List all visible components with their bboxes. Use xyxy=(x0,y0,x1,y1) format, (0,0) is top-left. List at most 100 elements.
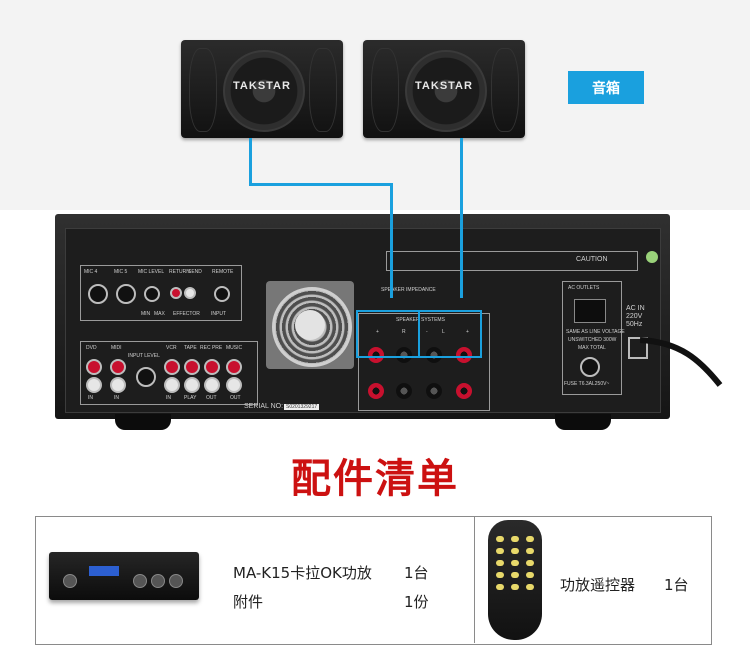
tape-label: TAPE xyxy=(184,345,197,351)
cooling-fan xyxy=(266,281,354,369)
item-name: 附件 xyxy=(233,593,264,611)
right-speaker: TAKSTAR xyxy=(363,40,525,138)
return-jack[interactable] xyxy=(170,287,182,299)
rca-jack[interactable] xyxy=(110,359,126,375)
remote-button xyxy=(526,548,534,554)
rca-section xyxy=(80,341,258,405)
max-label: MAX xyxy=(154,311,165,317)
mic5-label: MIC 5 xyxy=(114,269,128,275)
indicator-sticker xyxy=(646,251,658,263)
rca-jack[interactable] xyxy=(86,359,102,375)
speaker-side-panel xyxy=(189,48,217,132)
remote-button xyxy=(511,548,519,554)
vcr-label: VCR xyxy=(166,345,177,351)
rca-jack[interactable] xyxy=(184,377,200,393)
remote-button xyxy=(511,536,519,542)
speaker-brand-logo: TAKSTAR xyxy=(233,80,291,92)
input-label: INPUT xyxy=(211,311,226,317)
remote-button xyxy=(526,584,534,590)
speaker-wire xyxy=(249,183,392,186)
play-label: PLAY xyxy=(184,395,197,401)
speaker-side-panel xyxy=(371,48,399,132)
amplifier-knob xyxy=(63,574,77,588)
speaker-impedance-label: SPEAKER IMPEDANCE xyxy=(381,287,436,293)
fuse-holder[interactable] xyxy=(580,357,600,377)
rca-jack[interactable] xyxy=(226,377,242,393)
in-label: IN xyxy=(114,395,119,401)
karaoke-amplifier-image xyxy=(49,552,199,600)
terminal-post-red[interactable] xyxy=(456,347,472,363)
item-qty: 1台 xyxy=(404,564,429,582)
remote-button xyxy=(496,560,504,566)
input-level-label: INPUT LEVEL xyxy=(128,353,160,359)
midi-label: MIDI xyxy=(111,345,122,351)
terminal-post-black[interactable] xyxy=(426,347,442,363)
item-name: 功放遥控器 xyxy=(560,576,636,594)
fuse-label: FUSE T6.3AL250V~ xyxy=(564,381,610,387)
in-label: IN xyxy=(166,395,171,401)
remote-control-image xyxy=(488,520,542,640)
mic-section xyxy=(80,265,242,321)
mic-level-knob[interactable] xyxy=(144,286,160,302)
left-speaker: TAKSTAR xyxy=(181,40,343,138)
input-level-knob[interactable] xyxy=(136,367,156,387)
left-terminal-highlight xyxy=(418,310,482,358)
serial-label: SERIAL NO: xyxy=(244,403,284,410)
amp-foot xyxy=(115,414,171,430)
item-qty: 1台 xyxy=(664,576,689,594)
list-divider xyxy=(474,516,475,643)
unswitched-label: UNSWITCHED 300W xyxy=(568,337,617,343)
speaker-wire xyxy=(390,183,393,298)
effector-label: EFFECTOR xyxy=(173,311,200,317)
terminal-post-black[interactable] xyxy=(396,383,412,399)
same-line-label: SAME AS LINE VOLTAGE xyxy=(566,329,625,335)
rca-jack[interactable] xyxy=(204,377,220,393)
rca-jack[interactable] xyxy=(86,377,102,393)
send-label: SEND xyxy=(188,269,202,275)
ac-outlet-box xyxy=(562,281,622,395)
rca-jack[interactable] xyxy=(110,377,126,393)
remote-button xyxy=(511,560,519,566)
terminal-post-red[interactable] xyxy=(456,383,472,399)
ac-in-label: AC IN xyxy=(626,305,645,312)
rca-jack[interactable] xyxy=(164,359,180,375)
r-label: R xyxy=(402,329,406,335)
ac-outlet-socket[interactable] xyxy=(574,299,606,323)
send-jack[interactable] xyxy=(184,287,196,299)
remote-button xyxy=(496,536,504,542)
power-inlet[interactable] xyxy=(628,337,648,359)
right-terminal-highlight xyxy=(356,310,420,358)
amplifier-knob xyxy=(151,574,165,588)
speaker-systems-label: SPEAKER SYSTEMS xyxy=(396,317,445,323)
item-name: MA-K15卡拉OK功放 xyxy=(233,564,372,582)
remote-button xyxy=(511,584,519,590)
speaker-brand-logo: TAKSTAR xyxy=(415,80,473,92)
rca-jack[interactable] xyxy=(204,359,220,375)
terminal-post-black[interactable] xyxy=(426,383,442,399)
rca-jack[interactable] xyxy=(184,359,200,375)
remote-jack[interactable] xyxy=(214,286,230,302)
mic5-jack[interactable] xyxy=(116,284,136,304)
speaker-woofer xyxy=(405,50,487,132)
amplifier-display xyxy=(89,566,119,576)
power-cord xyxy=(640,337,723,387)
remote-button xyxy=(526,560,534,566)
item-qty: 1份 xyxy=(404,593,429,611)
mic4-label: MIC 4 xyxy=(84,269,98,275)
amplifier-rear-panel: MIC 4 MIC 5 MIC LEVEL RETURN SEND REMOTE… xyxy=(55,214,670,430)
in-label: IN xyxy=(88,395,93,401)
out-label: OUT xyxy=(206,395,217,401)
remote-label: REMOTE xyxy=(212,269,234,275)
terminal-post-black[interactable] xyxy=(396,347,412,363)
speaker-side-panel xyxy=(309,48,337,132)
ac-hz-label: 50Hz xyxy=(626,321,643,328)
minus-label: - xyxy=(426,329,428,335)
ac-volts-label: 220V xyxy=(626,313,643,320)
terminal-post-red[interactable] xyxy=(368,347,384,363)
music-label: MUSIC xyxy=(226,345,243,351)
terminal-post-red[interactable] xyxy=(368,383,384,399)
mic4-jack[interactable] xyxy=(88,284,108,304)
rca-jack[interactable] xyxy=(226,359,242,375)
rca-jack[interactable] xyxy=(164,377,180,393)
rear-panel-face: MIC 4 MIC 5 MIC LEVEL RETURN SEND REMOTE… xyxy=(65,228,661,413)
